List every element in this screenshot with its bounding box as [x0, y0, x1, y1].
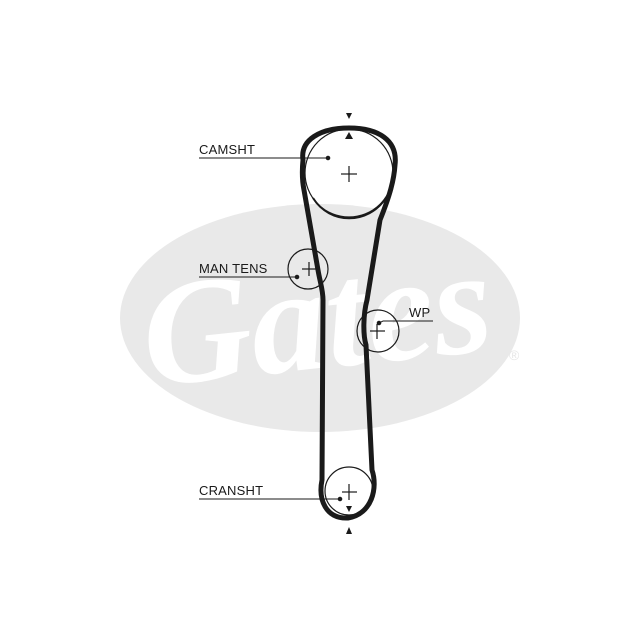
- manual-tensioner-circle: [287, 248, 329, 290]
- water-pump-pulley: [356, 309, 400, 353]
- top-timing-arrow-down-icon: [346, 113, 352, 119]
- timing-marks: [345, 113, 353, 534]
- manual-tensioner-center-icon: [302, 262, 316, 276]
- water-pump-center-icon: [370, 324, 385, 339]
- water-pump-label: WP: [409, 305, 430, 320]
- leader-lines: [199, 155, 433, 502]
- belt-outer-path: [299, 125, 398, 521]
- water-pump-circle: [356, 309, 400, 353]
- gates-watermark: Gates ®: [120, 204, 520, 432]
- manual-tensioner-label: MAN TENS: [199, 261, 268, 276]
- camshaft-center-icon: [341, 166, 357, 182]
- crankshaft-label: CRANSHT: [199, 483, 263, 498]
- watermark-oval: [120, 204, 520, 432]
- top-timing-arrow-up-icon: [345, 132, 353, 139]
- camshaft-pulley: [304, 128, 394, 218]
- camshaft-label: CAMSHT: [199, 142, 255, 157]
- watermark-registered-mark: ®: [509, 347, 520, 363]
- manual-tensioner-pulley: [287, 248, 329, 290]
- camshaft-pulley-circle: [304, 128, 394, 218]
- crankshaft-pulley: [324, 466, 374, 516]
- crankshaft-center-icon: [342, 484, 357, 500]
- crankshaft-circle: [324, 466, 374, 516]
- bottom-timing-arrow-up-icon: [346, 527, 352, 534]
- bottom-timing-arrow-down-icon: [346, 506, 352, 512]
